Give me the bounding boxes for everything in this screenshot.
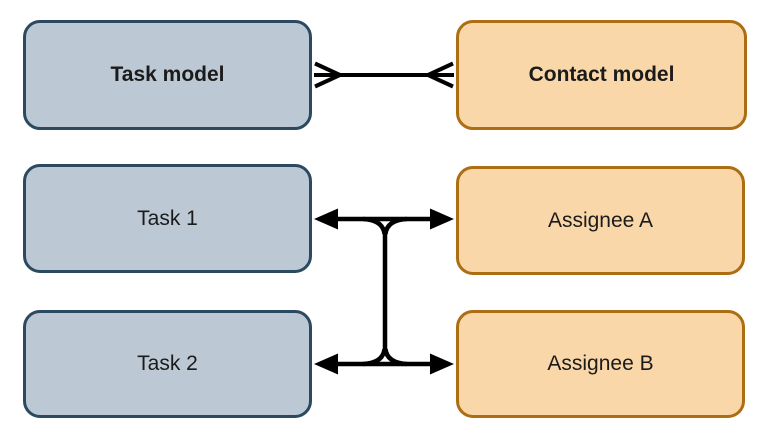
arrowhead-left-icon (314, 208, 338, 230)
node-contact-model: Contact model (456, 20, 747, 130)
edge-task2-assigneeB (314, 353, 454, 375)
edge-many-to-many (314, 61, 454, 89)
node-task-2-label: Task 2 (137, 352, 198, 375)
edge-vertical-bus (362, 216, 408, 367)
node-assignee-a: Assignee A (456, 166, 745, 275)
node-contact-model-label: Contact model (528, 63, 675, 86)
node-task-1-label: Task 1 (137, 206, 198, 230)
node-task-model: Task model (23, 20, 312, 130)
arrowhead-right-icon (430, 353, 454, 375)
edge-task1-assigneeA (314, 208, 454, 230)
arrowhead-left-icon (314, 353, 338, 375)
node-assignee-a-label: Assignee A (547, 208, 654, 232)
arrowhead-right-icon (430, 208, 454, 230)
node-assignee-b-label: Assignee B (547, 352, 654, 375)
node-assignee-b: Assignee B (456, 310, 745, 418)
node-task-model-label: Task model (110, 63, 225, 86)
node-task-1: Task 1 (23, 164, 312, 273)
crow-foot-right-icon (423, 61, 454, 89)
node-task-2: Task 2 (23, 310, 312, 418)
crow-foot-left-icon (314, 61, 345, 89)
